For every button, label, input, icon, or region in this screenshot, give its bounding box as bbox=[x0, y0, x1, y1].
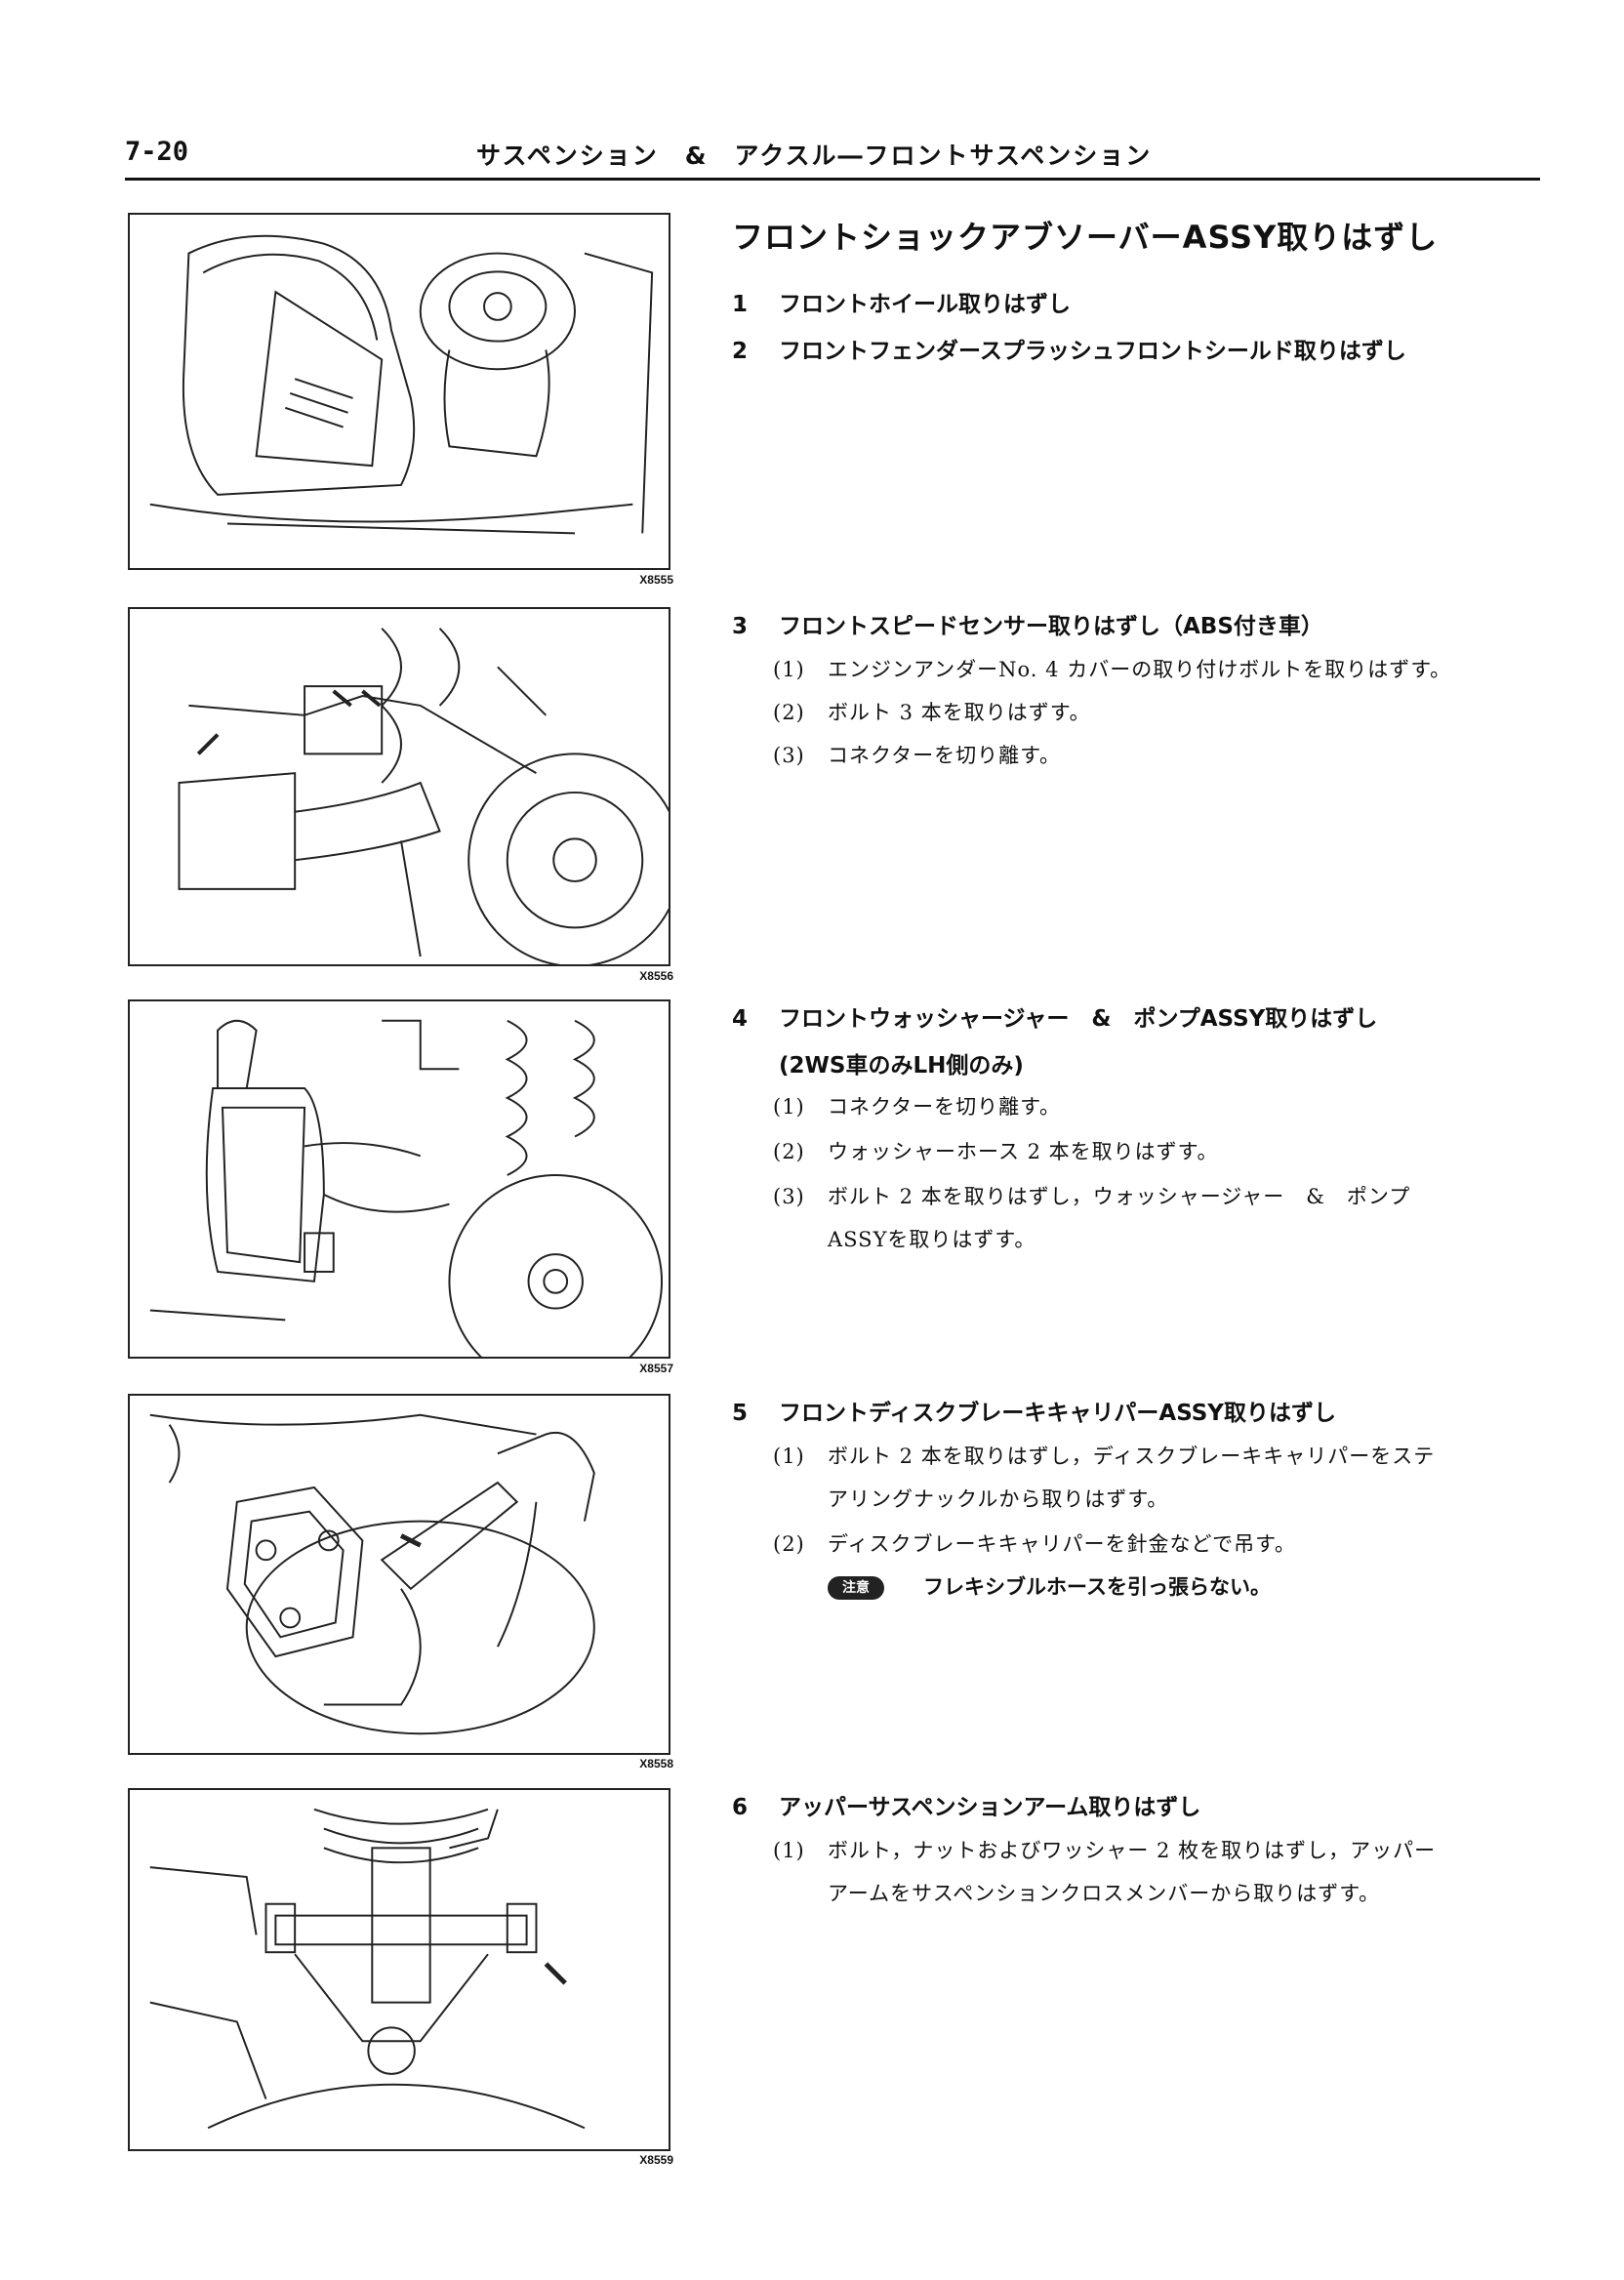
figure-code: X8559 bbox=[639, 2153, 673, 2167]
step-title: フロントウォッシャージャー & ポンプASSY取りはずし bbox=[779, 1006, 1378, 1032]
figure-brake-caliper bbox=[128, 1394, 670, 1755]
washer-jar-illustration bbox=[149, 1019, 663, 1357]
substep-continuation: アリングナックルから取りはずす。 bbox=[828, 1487, 1169, 1511]
substep-number: (1) bbox=[773, 1839, 805, 1862]
step-number: 6 bbox=[732, 1795, 749, 1820]
section-title: フロントショックアブソーバーASSY取りはずし bbox=[732, 219, 1439, 256]
substep-number: (2) bbox=[773, 1140, 805, 1163]
step-number: 2 bbox=[732, 339, 749, 364]
step-title: フロントディスクブレーキキャリパーASSY取りはずし bbox=[779, 1401, 1336, 1426]
figure-upper-arm bbox=[128, 1788, 670, 2151]
substep: (3) コネクターを切り離す。 bbox=[773, 734, 1554, 777]
speed-sensor-illustration bbox=[178, 628, 669, 964]
substep-number: (3) bbox=[773, 1185, 805, 1208]
figure-code: X8555 bbox=[639, 573, 673, 587]
step-1: 1 フロントホイール取りはずし bbox=[732, 285, 1552, 318]
figure-code: X8557 bbox=[639, 1362, 673, 1375]
step-number: 4 bbox=[732, 1006, 749, 1032]
substep-text: ボルト 3 本を取りはずす。 bbox=[828, 701, 1091, 724]
substep-text: ボルト 2 本を取りはずし，ウォッシャージャー & ポンプ bbox=[828, 1185, 1411, 1208]
step-6: 6 アッパーサスペンションアーム取りはずし bbox=[732, 1788, 1552, 1821]
substep-text: ディスクブレーキキャリパーを針金などで吊す。 bbox=[828, 1532, 1297, 1556]
step-number: 3 bbox=[732, 614, 749, 639]
substep: (1) ボルト，ナットおよびワッシャー 2 枚を取りはずし，アッパー アームをサス… bbox=[773, 1829, 1554, 1915]
substep: (3) ボルト 2 本を取りはずし，ウォッシャージャー & ポンプ ASSYを取り… bbox=[773, 1175, 1554, 1261]
substep: (2) ディスクブレーキキャリパーを針金などで吊す。 bbox=[773, 1523, 1554, 1566]
substep-text: コネクターを切り離す。 bbox=[828, 1095, 1062, 1119]
step-title: アッパーサスペンションアーム取りはずし bbox=[779, 1795, 1201, 1820]
caution-text: フレキシブルホースを引っ張らない。 bbox=[923, 1575, 1271, 1599]
substep-text: ウォッシャーホース 2 本を取りはずす。 bbox=[828, 1140, 1219, 1163]
step-title: フロントホイール取りはずし bbox=[779, 292, 1071, 317]
step-3: 3 フロントスピードセンサー取りはずし（ABS付き車） bbox=[732, 607, 1552, 640]
step-title: フロントフェンダースプラッシュフロントシールド取りはずし bbox=[779, 339, 1406, 364]
brake-caliper-illustration bbox=[149, 1413, 595, 1735]
substep-text: ボルト 2 本を取りはずし，ディスクブレーキキャリパーをステ bbox=[828, 1445, 1436, 1468]
figure-code: X8556 bbox=[639, 969, 673, 983]
step-title-qualifier: (2WS車のみLH側のみ) bbox=[779, 1053, 1024, 1079]
step-number: 1 bbox=[732, 292, 749, 317]
substep-number: (1) bbox=[773, 658, 805, 681]
substep-number: (1) bbox=[773, 1095, 805, 1119]
substep-text: ボルト，ナットおよびワッシャー 2 枚を取りはずし，アッパー bbox=[828, 1839, 1437, 1862]
upper-arm-illustration bbox=[149, 1808, 586, 2130]
substep: (1) エンジンアンダーNo. 4 カバーの取り付けボルトを取りはずす。 bbox=[773, 648, 1554, 691]
caution-badge: 注意 bbox=[828, 1576, 884, 1600]
substep: (1) ボルト 2 本を取りはずし，ディスクブレーキキャリパーをステ アリングナッ… bbox=[773, 1435, 1554, 1521]
substep-number: (2) bbox=[773, 1532, 805, 1556]
substep-continuation: アームをサスペンションクロスメンバーから取りはずす。 bbox=[828, 1882, 1381, 1905]
substep: (1) コネクターを切り離す。 bbox=[773, 1085, 1554, 1128]
figure-fender-shield bbox=[128, 213, 670, 570]
substep: (2) ウォッシャーホース 2 本を取りはずす。 bbox=[773, 1130, 1554, 1173]
step-title: フロントスピードセンサー取りはずし（ABS付き車） bbox=[779, 614, 1323, 639]
figure-washer-jar bbox=[128, 999, 670, 1359]
substep-text: コネクターを切り離す。 bbox=[828, 744, 1062, 767]
substep-text: エンジンアンダーNo. 4 カバーの取り付けボルトを取りはずす。 bbox=[828, 658, 1452, 681]
substep-number: (1) bbox=[773, 1445, 805, 1468]
substep: (2) ボルト 3 本を取りはずす。 bbox=[773, 691, 1554, 734]
figure-speed-sensor bbox=[128, 607, 670, 966]
caution-note: 注意 フレキシブルホースを引っ張らない。 bbox=[828, 1571, 1511, 1601]
substep-number: (2) bbox=[773, 701, 805, 724]
step-4: 4 フロントウォッシャージャー & ポンプASSY取りはずし (2WS車のみLH側… bbox=[732, 999, 1552, 1079]
figure-code: X8558 bbox=[639, 1757, 673, 1771]
page-number: 7-20 bbox=[125, 137, 189, 167]
fender-shield-illustration bbox=[149, 234, 654, 535]
substep-number: (3) bbox=[773, 744, 805, 767]
page-header: 7-20 サスペンション & アクスル―フロントサスペンション bbox=[125, 133, 1540, 182]
header-title: サスペンション & アクスル―フロントサスペンション bbox=[476, 142, 1153, 170]
step-number: 5 bbox=[732, 1401, 749, 1426]
step-5: 5 フロントディスクブレーキキャリパーASSY取りはずし bbox=[732, 1394, 1552, 1427]
step-2: 2 フロントフェンダースプラッシュフロントシールド取りはずし bbox=[732, 332, 1552, 365]
header-rule bbox=[125, 178, 1540, 181]
substep-continuation: ASSYを取りはずす。 bbox=[828, 1228, 1036, 1251]
